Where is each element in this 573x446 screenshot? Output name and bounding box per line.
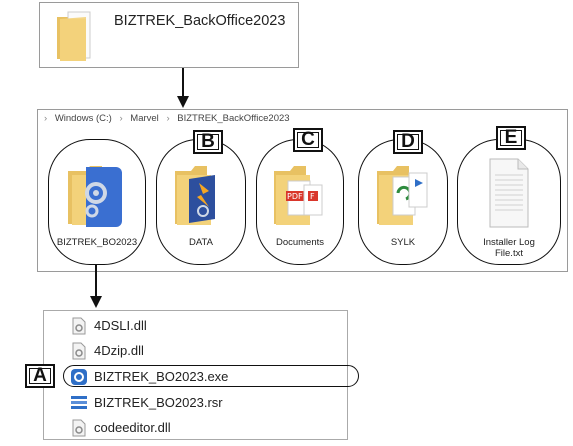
badge-d: D: [393, 130, 423, 154]
badge-e: E: [496, 126, 526, 150]
dll-icon: [72, 419, 86, 437]
exe-icon: [71, 369, 87, 385]
file-name: BIZTREK_BO2023.exe: [94, 369, 229, 384]
documents-folder-icon: PDF F: [274, 166, 323, 225]
svg-text:F: F: [310, 192, 315, 201]
breadcrumb-separator: ›: [119, 113, 123, 124]
badge-b: B: [193, 130, 223, 154]
dll-icon: [72, 317, 86, 335]
folder-item-sylk[interactable]: SYLK: [358, 139, 448, 265]
file-name: 4Dzip.dll: [94, 343, 144, 358]
folder-item-data[interactable]: DATA: [156, 139, 246, 265]
breadcrumb-separator: ›: [44, 113, 48, 124]
rsr-icon: [71, 396, 87, 409]
arrow-down-icon: [177, 68, 189, 108]
badge-c: C: [293, 128, 323, 152]
breadcrumb-item-drive[interactable]: Windows (C:): [54, 113, 112, 124]
breadcrumb-item-marvel[interactable]: Marvel: [130, 113, 159, 124]
dll-icon: [72, 342, 86, 360]
top-folder-card[interactable]: BIZTREK_BackOffice2023: [39, 2, 299, 68]
file-item-installer-log[interactable]: Installer Log File.txt: [457, 139, 561, 265]
app-folder-icon: [68, 166, 122, 227]
svg-text:PDF: PDF: [287, 192, 303, 201]
breadcrumb-separator: ›: [166, 113, 170, 124]
file-list-panel: 4DSLI.dll 4Dzip.dll BIZTREK_BO2023.exe B…: [43, 310, 359, 440]
folder-item-label: Documents: [275, 237, 325, 248]
folder-item-documents[interactable]: PDF F Documents: [256, 139, 344, 265]
top-folder-label: BIZTREK_BackOffice2023: [114, 13, 286, 29]
arrow-down-icon: [90, 265, 102, 308]
highlight-outline: [63, 365, 359, 387]
folder-item-label: Installer Log File.txt: [483, 237, 535, 259]
file-name: codeeditor.dll: [94, 420, 171, 435]
file-name: 4DSLI.dll: [94, 318, 147, 333]
folder-item-biztrek-bo2023[interactable]: BIZTREK_BO2023: [48, 139, 146, 265]
folder-item-label: DATA: [189, 237, 213, 248]
folder-item-label: SYLK: [390, 237, 416, 248]
breadcrumb: › Windows (C:) › Marvel › BIZTREK_BackOf…: [44, 113, 295, 124]
folder-item-label: BIZTREK_BO2023: [56, 237, 138, 248]
sylk-folder-icon: [377, 166, 428, 225]
breadcrumb-item-backoffice[interactable]: BIZTREK_BackOffice2023: [177, 113, 290, 124]
explorer-panel: › Windows (C:) › Marvel › BIZTREK_BackOf…: [37, 109, 568, 272]
badge-a: A: [25, 364, 55, 388]
text-file-icon: [489, 158, 529, 228]
file-name: BIZTREK_BO2023.rsr: [94, 395, 223, 410]
data-folder-icon: [175, 166, 215, 225]
folder-icon: [57, 11, 91, 61]
